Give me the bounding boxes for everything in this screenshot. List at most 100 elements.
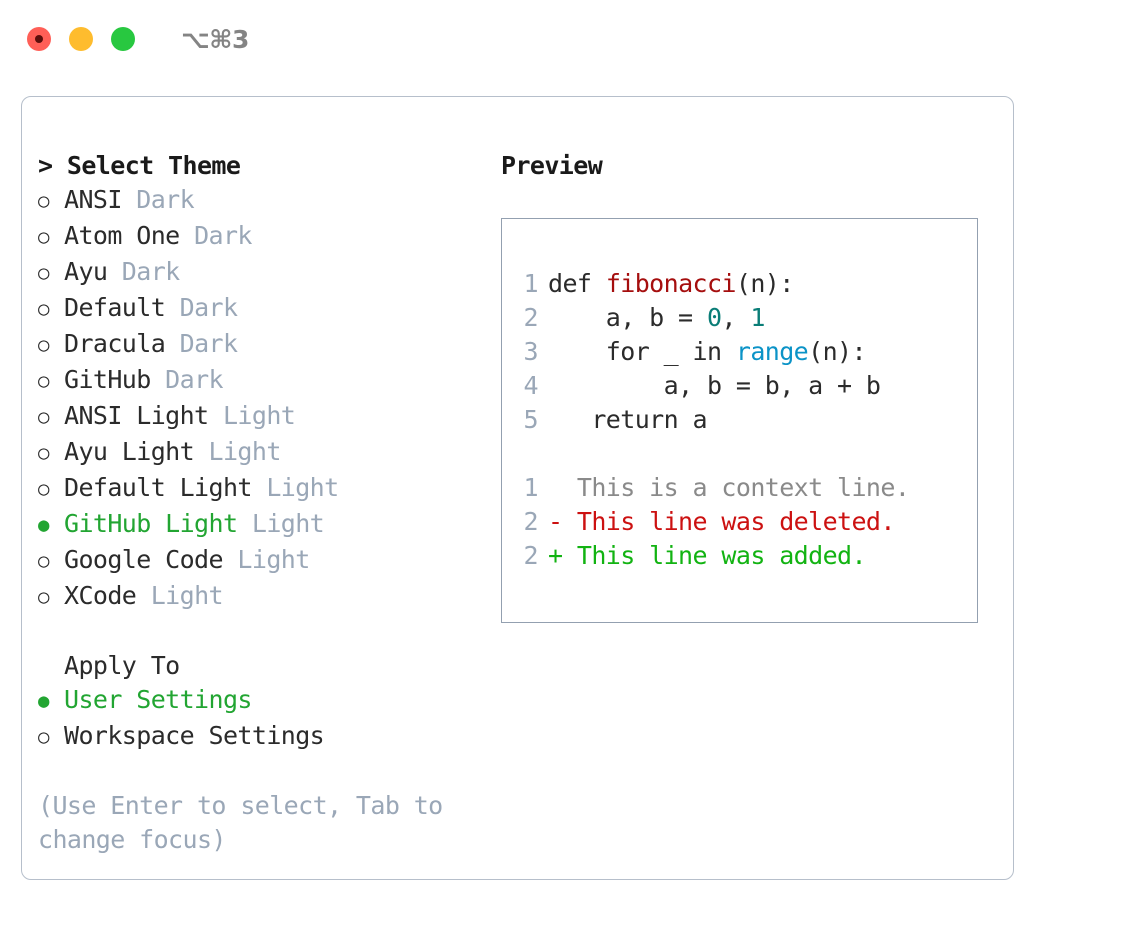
close-window-button[interactable]: [27, 27, 51, 51]
radio-unselected-icon: ○: [38, 334, 49, 356]
code-token-plain: a, b = b, a + b: [548, 371, 881, 400]
theme-option-label: Atom One: [64, 221, 180, 250]
diff-line: 1 This is a context line.: [502, 471, 977, 505]
code-token-plain: return a: [548, 405, 707, 434]
diff-line: 2 + This line was added.: [502, 539, 977, 573]
diff-line-number: 2: [523, 541, 539, 570]
code-token-plain: def: [548, 269, 606, 298]
theme-option-github-light[interactable]: ● GitHub Light Light: [38, 507, 488, 543]
apply-to-option-label: User Settings: [64, 685, 252, 714]
main-panel: > Select Theme ○ANSI Dark○Atom One Dark○…: [21, 96, 1014, 880]
code-line-text: a, b = b, a + b: [548, 369, 881, 403]
theme-option-google-code[interactable]: ○Google Code Light: [38, 543, 488, 579]
diff-line-text-ctx: This is a context line.: [548, 473, 910, 502]
code-token-fn: fibonacci: [605, 269, 737, 298]
radio-unselected-icon: ○: [38, 298, 49, 320]
radio-unselected-icon: ○: [38, 586, 49, 608]
radio-unselected-icon: ○: [38, 370, 49, 392]
theme-option-ayu-light[interactable]: ○Ayu Light Light: [38, 435, 488, 471]
theme-option-kind: Light: [222, 545, 310, 574]
theme-option-ansi-light[interactable]: ○ ANSI Light Light: [38, 399, 488, 435]
code-line: 3 for _ in range(n):: [502, 335, 977, 369]
code-line-number: 4: [523, 371, 539, 400]
code-line-number: 2: [523, 303, 539, 332]
maximize-window-button[interactable]: [111, 27, 135, 51]
theme-option-label: Google Code: [64, 545, 224, 574]
preview-heading: Preview: [501, 151, 603, 180]
code-token-plain: (n):: [808, 337, 866, 366]
theme-option-kind: Light: [208, 401, 296, 430]
theme-option-kind: Dark: [165, 329, 238, 358]
theme-option-kind: Dark: [150, 365, 223, 394]
theme-option-label: ANSI Light: [64, 401, 209, 430]
code-diff-separator: [502, 437, 977, 471]
apply-to-option-label: Workspace Settings: [64, 721, 325, 750]
code-line-number: 3: [523, 337, 539, 366]
radio-selected-icon: ●: [38, 514, 49, 536]
diff-line-text-del: - This line was deleted.: [548, 507, 895, 536]
radio-unselected-icon: ○: [38, 226, 49, 248]
minimize-window-button[interactable]: [69, 27, 93, 51]
code-line-text: for _ in range(n):: [548, 335, 867, 369]
theme-option-kind: Light: [251, 473, 339, 502]
theme-option-ayu[interactable]: ○Ayu Dark: [38, 255, 488, 291]
diff-line: 2 - This line was deleted.: [502, 505, 977, 539]
code-line-text: def fibonacci(n):: [548, 267, 794, 301]
theme-option-label: Ayu: [64, 257, 108, 286]
radio-unselected-icon: ○: [38, 726, 49, 748]
select-theme-heading: > Select Theme: [38, 151, 241, 180]
code-line-text: a, b = 0, 1: [548, 301, 766, 335]
diff-sample: 1 This is a context line.2- This line wa…: [502, 471, 977, 573]
theme-option-github[interactable]: ○ GitHub Dark: [38, 363, 488, 399]
theme-option-kind: Light: [136, 581, 224, 610]
code-token-builtin: range: [735, 337, 809, 366]
theme-option-default[interactable]: ○ Default Dark: [38, 291, 488, 327]
theme-selection-column: > Select Theme ○ANSI Dark○Atom One Dark○…: [38, 149, 488, 857]
theme-option-label: Ayu Light: [64, 437, 195, 466]
section-spacer: [38, 615, 488, 649]
code-line: 5 return a: [502, 403, 977, 437]
keyboard-shortcut-label: ⌥⌘3: [181, 24, 249, 54]
theme-option-default-light[interactable]: ○Default Light Light: [38, 471, 488, 507]
diff-line-number: 1: [523, 473, 539, 502]
radio-unselected-icon: ○: [38, 406, 49, 428]
theme-option-dracula[interactable]: ○ Dracula Dark: [38, 327, 488, 363]
theme-option-atom-one[interactable]: ○ Atom One Dark: [38, 219, 488, 255]
theme-option-xcode[interactable]: ○ XCode Light: [38, 579, 488, 615]
apply-to-heading: Apply To: [64, 651, 180, 680]
code-token-plain: ,: [721, 303, 751, 332]
apply-to-option-workspace-settings[interactable]: ○ Workspace Settings: [38, 719, 488, 755]
theme-option-kind: Dark: [121, 185, 195, 214]
code-line-text: return a: [548, 403, 707, 437]
theme-option-kind: Light: [237, 509, 325, 538]
code-token-plain: a, b =: [548, 303, 707, 332]
theme-option-label: ANSI: [64, 185, 122, 214]
diff-line-text-add: + This line was added.: [548, 541, 867, 570]
theme-option-label: Default: [64, 293, 166, 322]
window-controls: [27, 27, 135, 51]
code-token-plain: (n):: [735, 269, 794, 298]
theme-option-kind: Dark: [179, 221, 252, 250]
theme-option-ansi[interactable]: ○ANSI Dark: [38, 183, 488, 219]
diff-line-number: 2: [523, 507, 539, 536]
theme-option-label: XCode: [64, 581, 137, 610]
window-titlebar: ⌥⌘3: [0, 0, 1140, 78]
radio-selected-icon: ●: [38, 690, 49, 712]
code-line-number: 5: [523, 405, 539, 434]
code-token-plain: for _ in: [548, 337, 736, 366]
apply-to-option-user-settings[interactable]: ● User Settings: [38, 683, 488, 719]
radio-unselected-icon: ○: [38, 442, 49, 464]
theme-option-label: Dracula: [64, 329, 166, 358]
keyboard-hint-text: (Use Enter to select, Tab to change focu…: [38, 791, 443, 854]
theme-option-list: ○ANSI Dark○Atom One Dark○Ayu Dark○Defaul…: [38, 183, 488, 615]
apply-to-option-list: ● User Settings ○ Workspace Settings: [38, 683, 488, 755]
theme-option-label: Default Light: [64, 473, 252, 502]
theme-option-label: GitHub Light: [64, 509, 238, 538]
theme-option-kind: Dark: [165, 293, 238, 322]
theme-option-label: GitHub: [64, 365, 151, 394]
theme-option-kind: Dark: [107, 257, 180, 286]
